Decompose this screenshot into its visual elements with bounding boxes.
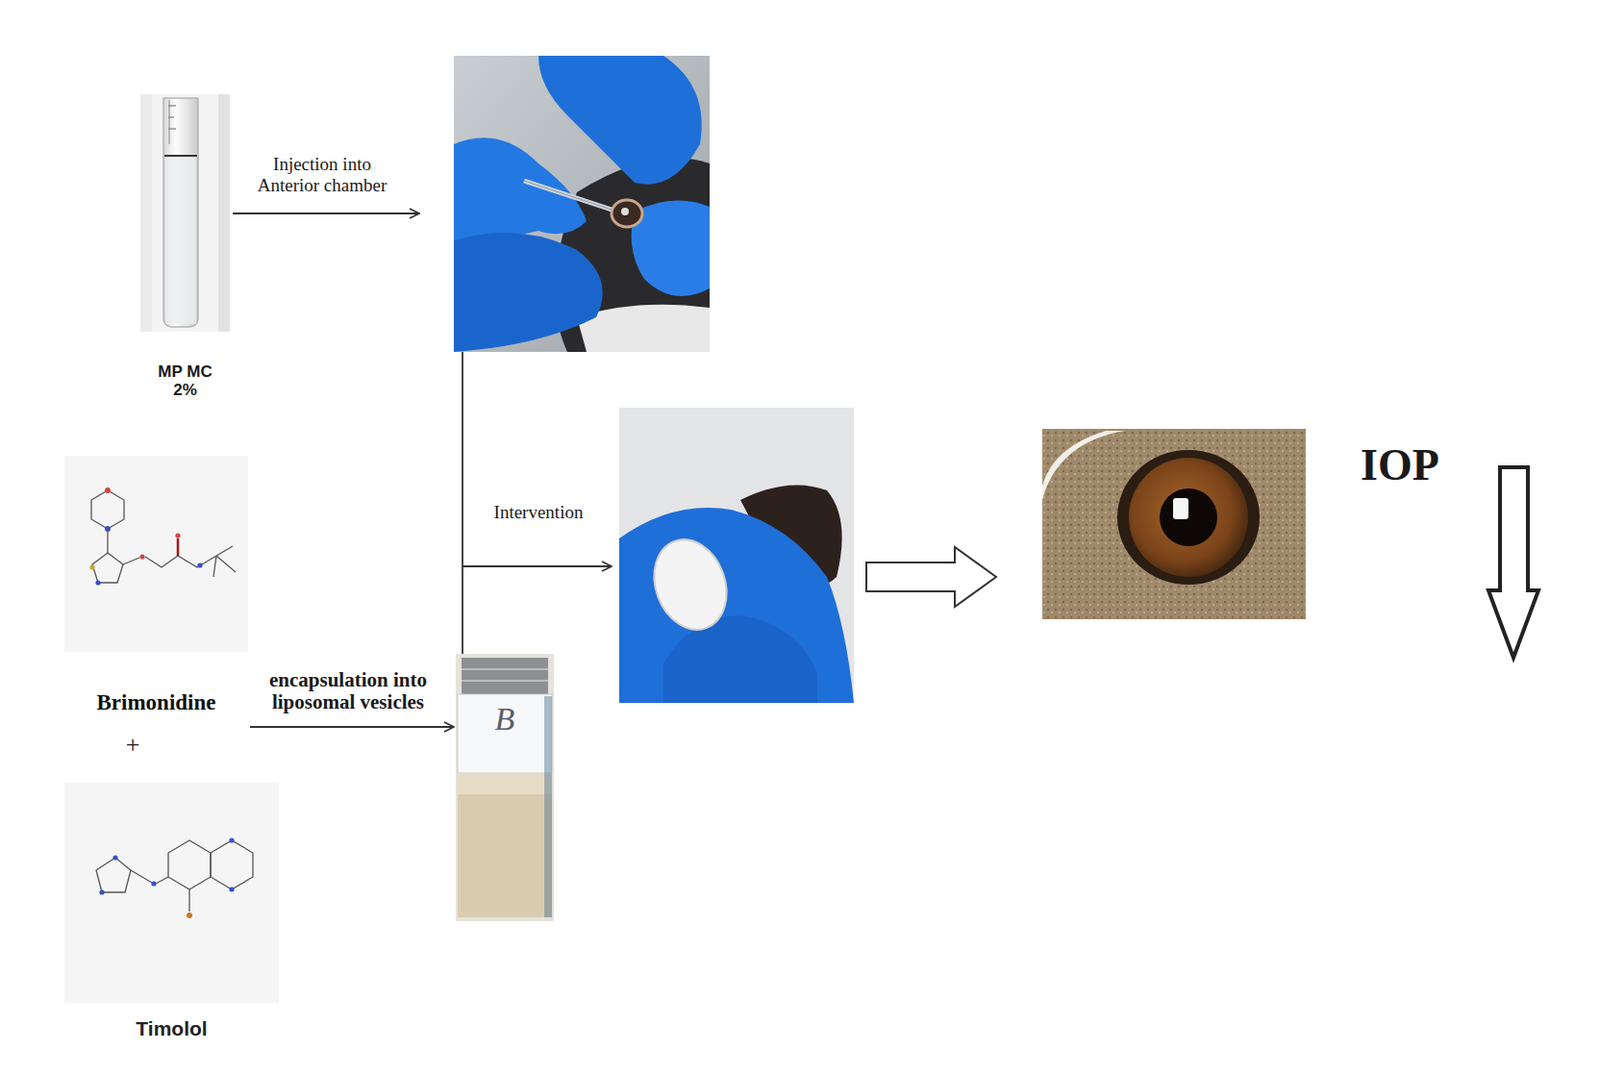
- vial-photo: [455, 653, 554, 922]
- node-label: MP MC 2%: [148, 362, 224, 400]
- chemical-structure: [64, 782, 279, 1003]
- process-arrow: [250, 725, 454, 728]
- node-label: Timolol: [135, 1017, 207, 1041]
- process-line: [461, 351, 464, 654]
- structure-panel: Brimonidine: [64, 455, 249, 741]
- edge-label: encapsulation into liposomal vesicles: [251, 669, 445, 714]
- intervention-photo: [619, 407, 854, 703]
- node-label: Brimonidine: [97, 690, 217, 716]
- node-label: B: [495, 700, 516, 738]
- structure-panel: Timolol: [64, 782, 279, 1045]
- tube-photo: [140, 94, 230, 332]
- eye-photo: [1042, 428, 1306, 620]
- process-arrow: [232, 212, 420, 215]
- tube-figure: MP MC 2%: [134, 94, 236, 404]
- process-arrow: [462, 565, 612, 568]
- chemical-structure: [64, 455, 249, 652]
- step-label: Intervention: [473, 501, 604, 524]
- step-label: Injection into Anterior chamber: [242, 153, 402, 197]
- outcome-label: IOP: [1342, 440, 1458, 492]
- decrease-arrow: [1488, 467, 1539, 658]
- plus-sign: +: [113, 730, 152, 760]
- vial-figure: B: [455, 653, 554, 922]
- result-arrow: [866, 547, 997, 607]
- injection-photo: [453, 55, 710, 352]
